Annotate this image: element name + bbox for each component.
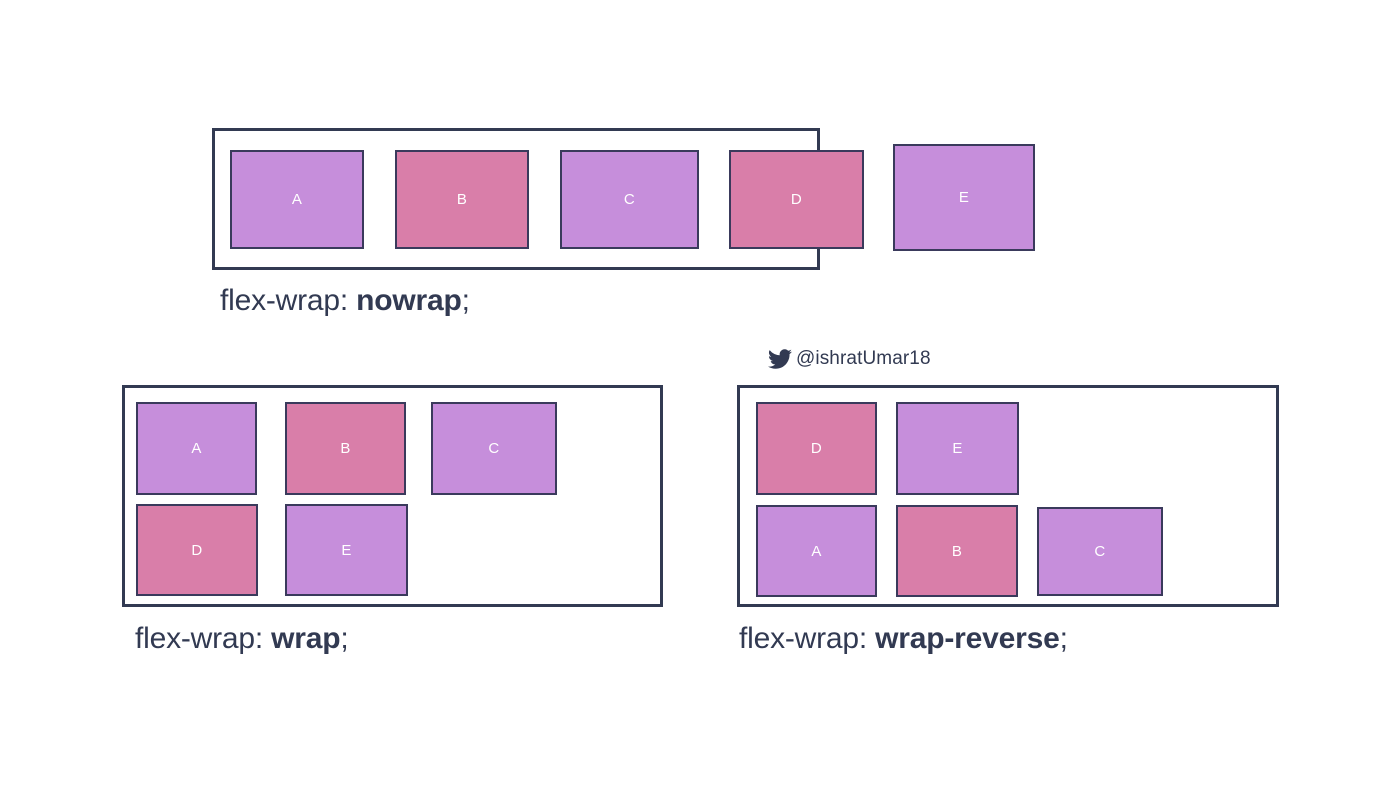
caption-wrap: flex-wrap: wrap; [135,622,349,656]
flex-item-label: C [623,191,636,208]
flex-item-label: E [341,541,352,559]
flex-item-wrap-reverse-b: B [896,505,1018,597]
flex-item-wrap-reverse-c: C [1037,507,1163,596]
flex-item-label: A [191,440,202,457]
flex-item-label: C [1094,543,1106,560]
flex-item-wrap-a: A [136,402,257,495]
flex-item-label: C [488,440,500,457]
flex-item-wrap-reverse-a: A [756,505,877,597]
flex-item-wrap-reverse-d: D [756,402,877,495]
caption-property: flex-wrap: [739,622,876,655]
flex-item-label: A [811,542,822,560]
twitter-credit: @ishratUmar18 [768,347,931,371]
twitter-bird-icon [768,347,792,371]
flex-item-wrap-d: D [136,504,258,596]
caption-property: flex-wrap: [135,622,272,655]
flex-item-label: A [291,191,303,208]
caption-value: nowrap [356,284,462,317]
flex-item-label: B [456,191,468,208]
flex-item-label: B [951,542,963,560]
caption-semicolon: ; [461,284,470,317]
flex-item-nowrap-d: D [729,150,864,249]
flex-item-wrap-reverse-e: E [896,402,1019,495]
caption-value: wrap [271,622,341,655]
caption-semicolon: ; [340,622,349,655]
flex-item-nowrap-a: A [230,150,364,249]
flex-item-label: E [952,440,963,457]
flex-item-nowrap-c: C [560,150,699,249]
twitter-handle-text: @ishratUmar18 [796,348,931,369]
flex-item-label: E [958,189,970,206]
flex-item-label: D [191,541,203,559]
caption-value: wrap-reverse [875,622,1060,655]
caption-nowrap: flex-wrap: nowrap; [220,284,470,318]
caption-wrap-reverse: flex-wrap: wrap-reverse; [739,622,1068,656]
caption-semicolon: ; [1059,622,1068,655]
flex-item-label: D [810,440,823,457]
caption-property: flex-wrap: [220,284,357,317]
flex-item-wrap-b: B [285,402,406,495]
flex-item-wrap-c: C [431,402,557,495]
flex-item-nowrap-e: E [893,144,1035,251]
flex-item-label: B [340,440,351,457]
flex-item-wrap-e: E [285,504,408,596]
flex-item-nowrap-b: B [395,150,529,249]
flex-item-label: D [790,191,803,208]
